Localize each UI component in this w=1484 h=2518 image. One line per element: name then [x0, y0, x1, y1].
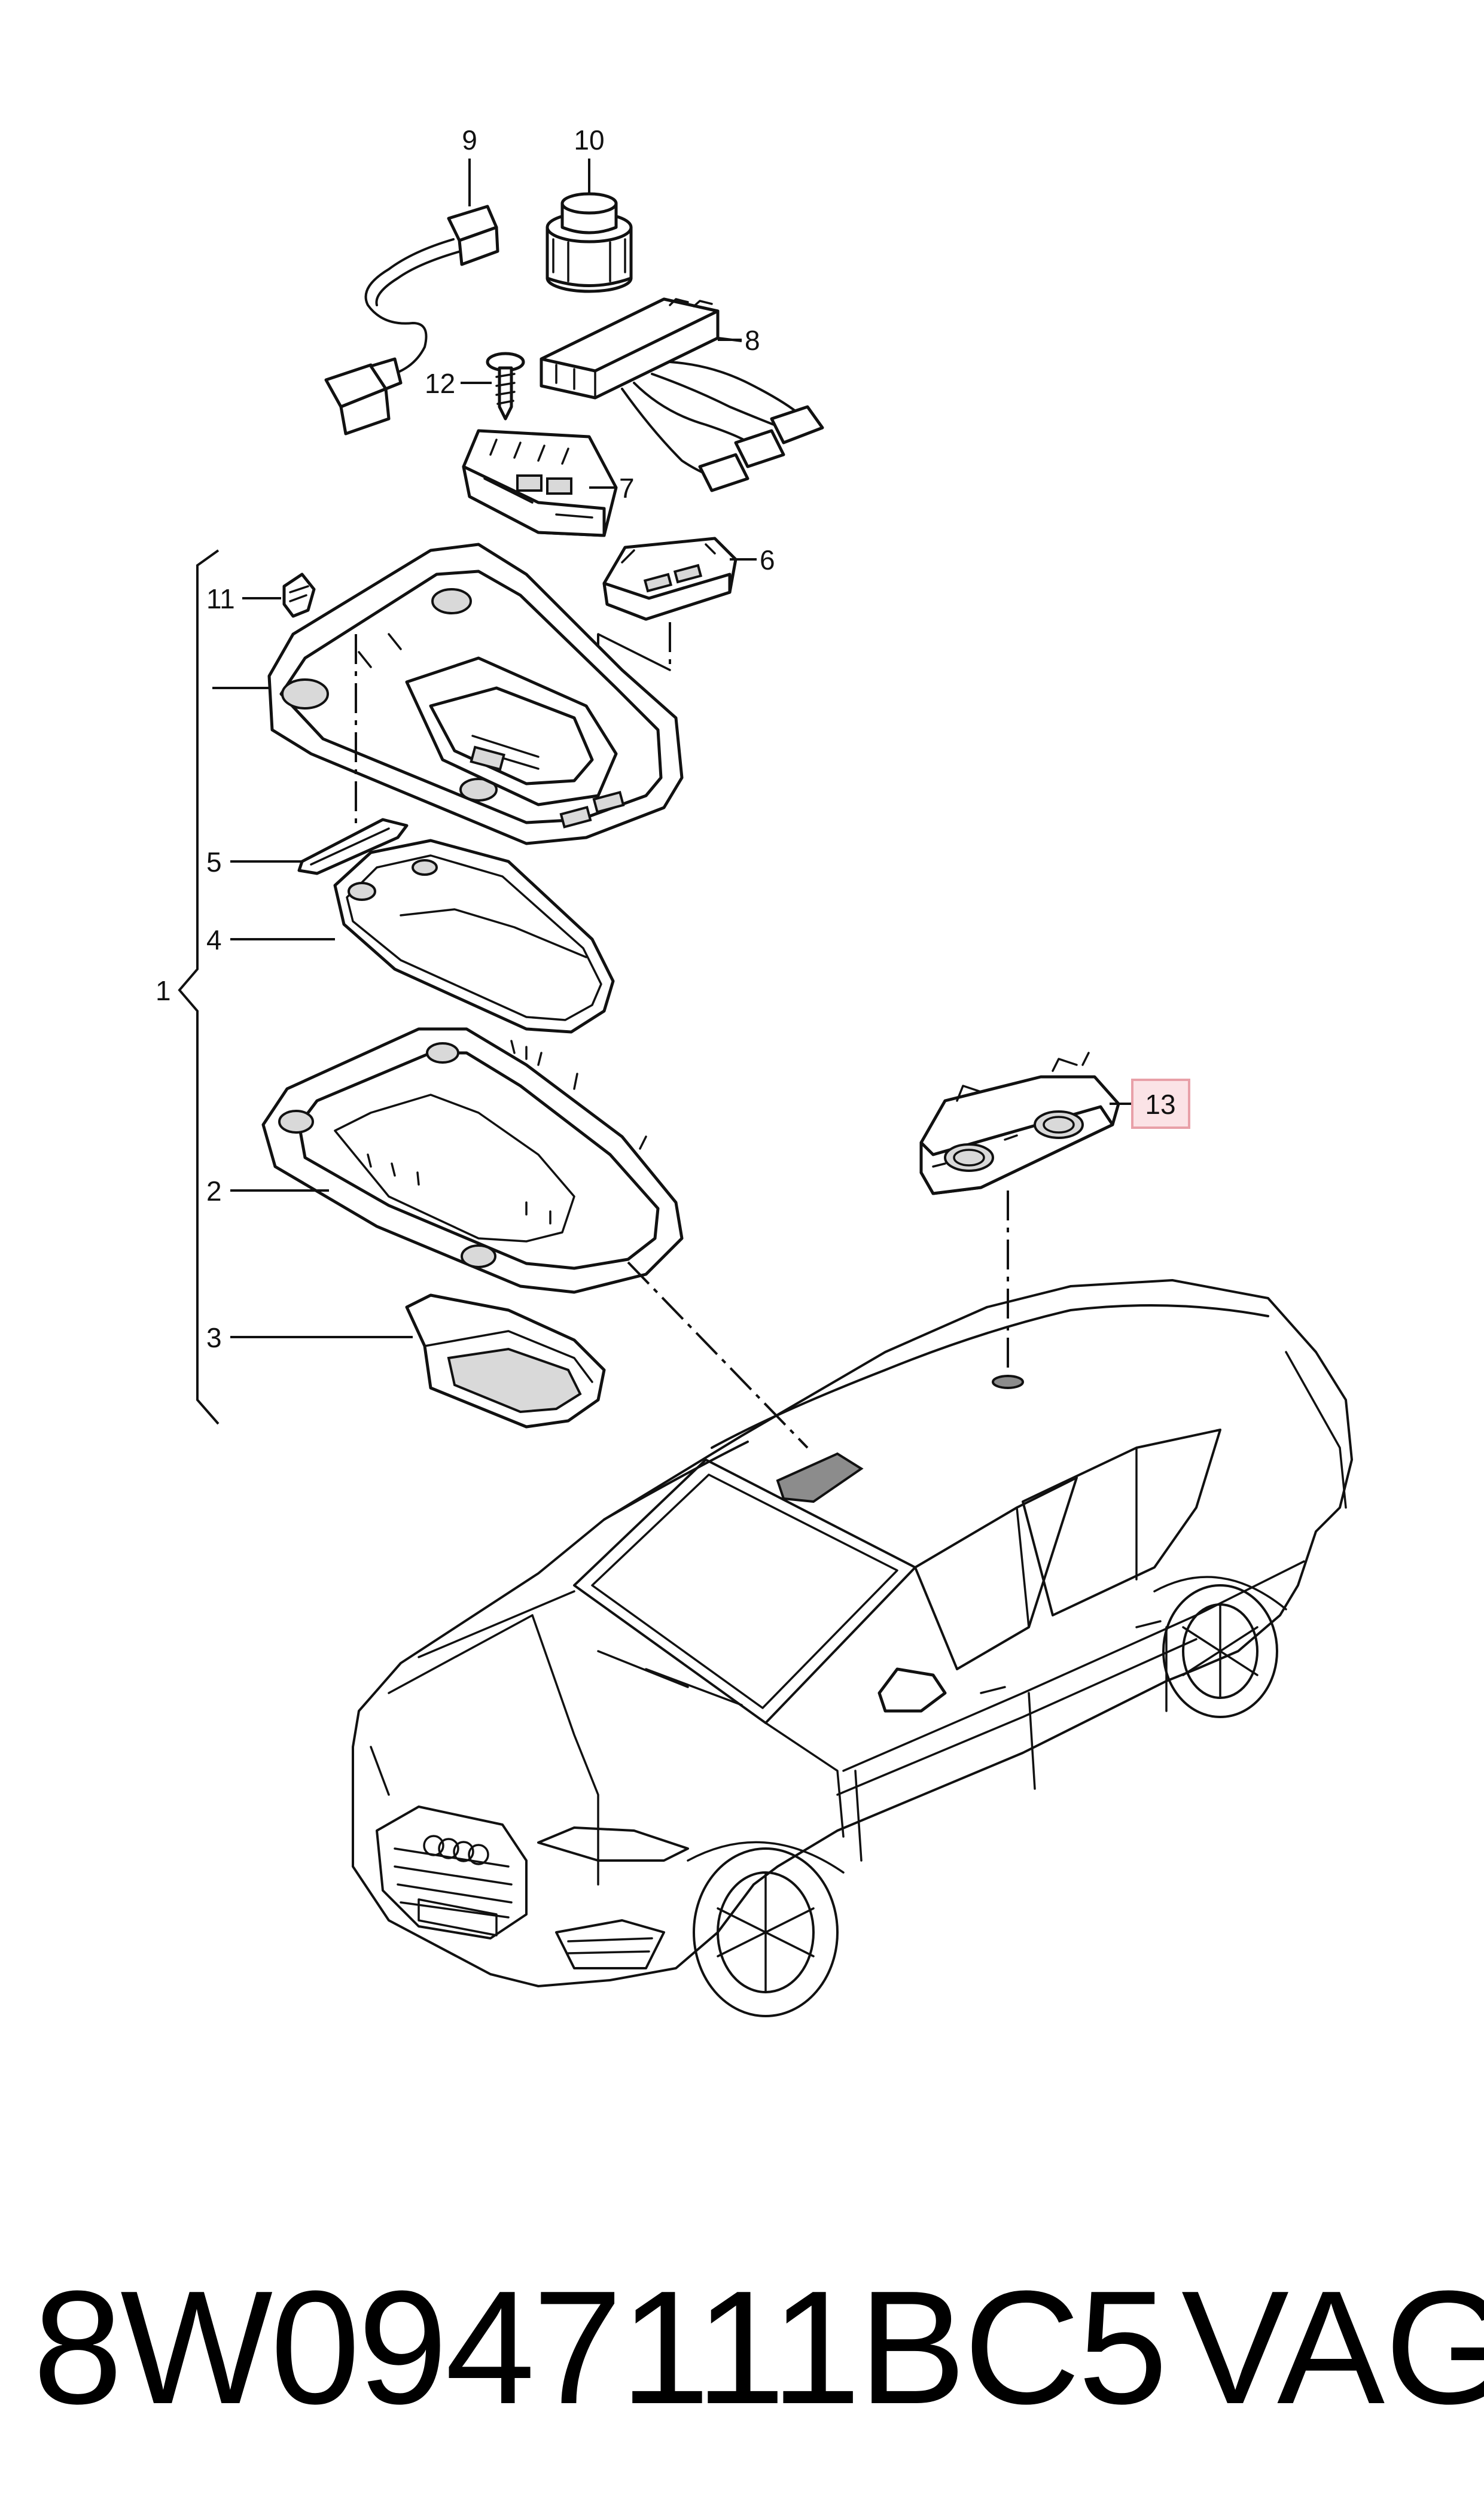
part-3-lens — [405, 1293, 606, 1429]
car-illustration — [352, 1279, 1353, 2017]
callout-8: 8 — [745, 325, 760, 356]
brand-label: VAG — [1181, 2258, 1484, 2438]
part-5-lens-strip — [297, 818, 409, 875]
roof-console-assembly — [267, 543, 684, 845]
callout-11: 11 — [206, 583, 235, 614]
highlight-box — [1131, 1079, 1190, 1129]
part-6-switch — [597, 537, 738, 671]
assembly-1-bracket — [178, 549, 220, 1425]
part-4-cover — [333, 839, 615, 1034]
callout-13-highlighted: 13 — [1131, 1079, 1190, 1129]
callout-4: 4 — [206, 924, 222, 955]
part-number: 8W0947111BC5 — [33, 2258, 1168, 2438]
callouts: 9 10 8 12 7 6 11 5 4 1 2 3 13 — [156, 124, 1190, 1353]
callout-6: 6 — [760, 544, 775, 576]
callout-5: 5 — [206, 847, 222, 878]
callout-12: 12 — [425, 368, 455, 399]
callout-2: 2 — [206, 1176, 222, 1207]
part-13-reading-lamp — [919, 1052, 1120, 1195]
callout-13: 13 — [1145, 1089, 1175, 1120]
callout-1: 1 — [156, 975, 171, 1006]
callout-10: 10 — [574, 124, 604, 156]
part-11-clip — [282, 573, 316, 618]
callout-9: 9 — [462, 124, 477, 156]
callout-3: 3 — [206, 1322, 222, 1353]
part-7-lamp-housing — [462, 429, 618, 537]
callout-7: 7 — [619, 473, 635, 504]
part-8-control-module — [540, 297, 824, 492]
part-2-frame — [261, 1027, 684, 1294]
footer: 8W0947111BC5 VAG — [0, 2249, 1484, 2447]
part-10-socket — [546, 192, 633, 293]
part-9-cable-harness — [324, 205, 499, 436]
reference-lines — [627, 1191, 1009, 1449]
leader-lines — [212, 159, 1139, 1338]
part-12-screw — [486, 352, 525, 421]
